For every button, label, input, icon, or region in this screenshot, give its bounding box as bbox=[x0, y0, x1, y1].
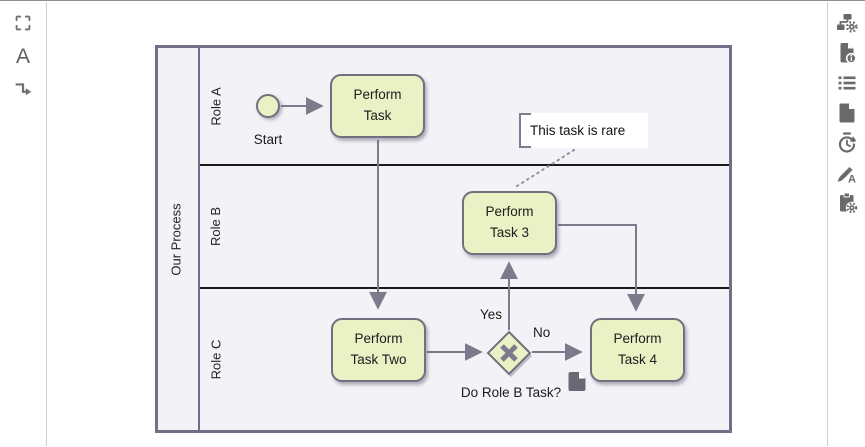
outline-list-button[interactable] bbox=[834, 71, 860, 95]
yes-branch-label[interactable]: Yes bbox=[479, 307, 502, 322]
start-event[interactable] bbox=[256, 94, 280, 118]
brush-a-icon: A bbox=[837, 167, 856, 186]
text-annotation-label: This task is rare bbox=[530, 123, 626, 138]
connector-tool-button[interactable] bbox=[10, 77, 36, 101]
task-perform-task-4-label: Perform Task 4 bbox=[613, 331, 662, 367]
text-annotation[interactable]: This task is rare bbox=[519, 113, 648, 148]
file-info-icon bbox=[840, 43, 857, 64]
no-branch-label[interactable]: No bbox=[533, 325, 551, 340]
exclusive-gateway[interactable] bbox=[486, 330, 532, 377]
marquee-select-button[interactable] bbox=[10, 11, 36, 35]
start-event-label[interactable]: Start bbox=[253, 132, 283, 147]
task-perform-task-4[interactable]: Perform Task 4 bbox=[590, 318, 685, 382]
marquee-icon bbox=[15, 15, 31, 31]
task-perform-task-two[interactable]: Perform Task Two bbox=[331, 318, 426, 382]
document-badge-icon[interactable] bbox=[566, 371, 588, 392]
history-button[interactable] bbox=[834, 131, 860, 155]
letter-a-icon: A bbox=[15, 44, 30, 68]
left-toolbar: A bbox=[0, 2, 47, 446]
text-tool-button[interactable]: A bbox=[10, 44, 36, 68]
flow-task-3-to-task-4[interactable] bbox=[558, 224, 645, 312]
workflow-gear-icon bbox=[836, 14, 858, 33]
gateway-x-mark bbox=[500, 344, 518, 362]
gateway-label[interactable]: Do Role B Task? bbox=[460, 385, 562, 400]
list-icon bbox=[838, 76, 855, 90]
text-style-button[interactable]: A bbox=[834, 161, 860, 185]
history-icon bbox=[838, 132, 856, 153]
task-perform-task-3[interactable]: Perform Task 3 bbox=[462, 191, 557, 255]
task-perform-task-two-label: Perform Task Two bbox=[350, 331, 407, 367]
lane-divider bbox=[200, 287, 729, 289]
lane-divider bbox=[200, 164, 729, 166]
task-perform-task-label: Perform Task bbox=[353, 87, 402, 123]
page-icon bbox=[839, 103, 854, 123]
pool-title-divider bbox=[198, 48, 200, 430]
task-perform-task[interactable]: Perform Task bbox=[330, 74, 425, 138]
clipboard-gear-icon bbox=[839, 192, 858, 214]
annotation-association[interactable] bbox=[513, 149, 575, 189]
new-page-button[interactable] bbox=[834, 101, 860, 125]
task-perform-task-3-label: Perform Task 3 bbox=[485, 204, 534, 240]
right-toolbar: A bbox=[827, 2, 865, 446]
svg-text:A: A bbox=[848, 174, 856, 186]
process-settings-button[interactable] bbox=[834, 11, 860, 35]
elbow-arrow-icon bbox=[15, 83, 32, 96]
clipboard-settings-button[interactable] bbox=[834, 191, 860, 215]
document-info-button[interactable] bbox=[834, 41, 860, 65]
